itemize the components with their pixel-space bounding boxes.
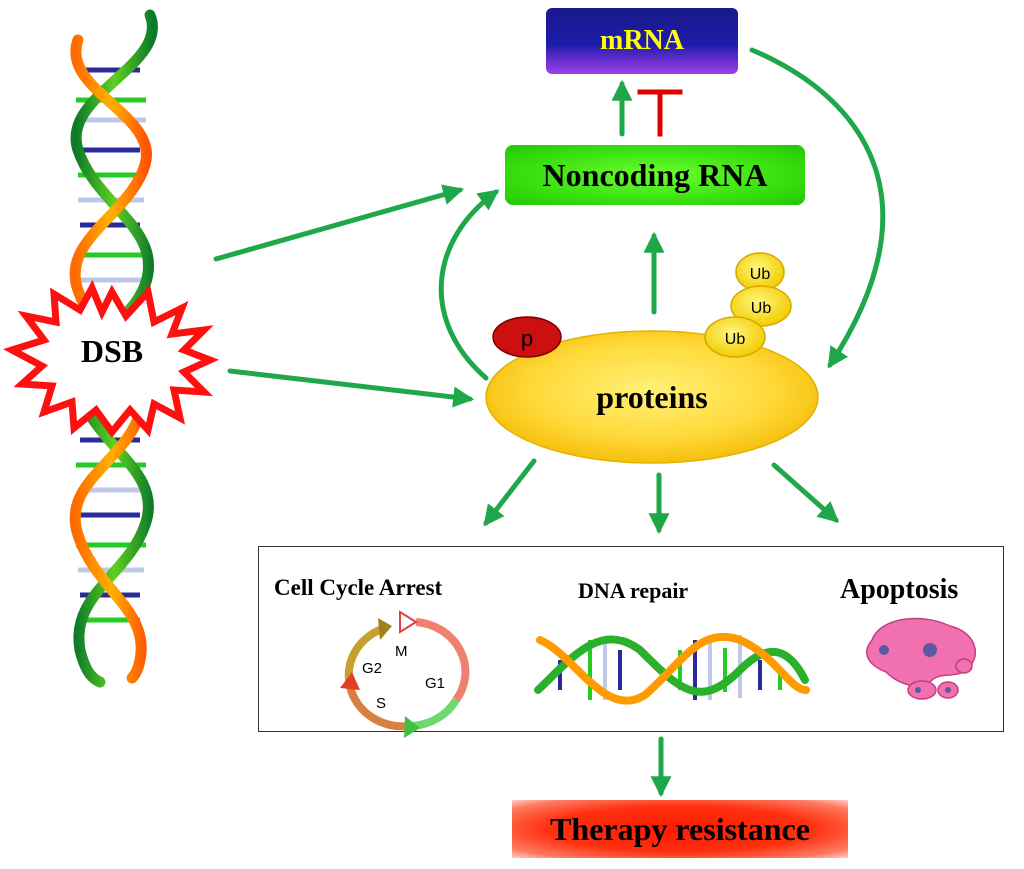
mrna-label: mRNA	[600, 25, 684, 56]
proteins-to-apoptosis-arrow	[771, 462, 840, 523]
noncoding-rna-node: Noncoding RNA	[505, 145, 805, 205]
phase-g1: G1	[425, 675, 445, 692]
apoptosis-label: Apoptosis	[840, 574, 959, 605]
therapy-resistance-node: Therapy resistance	[512, 800, 848, 858]
ub-label-2: Ub	[751, 300, 772, 317]
proteins-to-ncrna-curve-arrow	[438, 189, 500, 381]
proteins-node: proteins	[485, 330, 819, 464]
dsb-node: DSB	[2, 279, 219, 438]
mrna-to-proteins-arrow	[749, 47, 886, 369]
dsb-to-ncrna-arrow	[213, 184, 465, 262]
noncoding-rna-label: Noncoding RNA	[542, 156, 768, 193]
ub-label-1: Ub	[750, 266, 771, 283]
inhibition-marker	[637, 89, 683, 137]
proteins-to-cellcycle-arrow	[483, 458, 537, 527]
mrna-node: mRNA	[546, 8, 738, 74]
phospho-label: p	[521, 326, 533, 351]
dna-helix-icon	[534, 632, 810, 705]
therapy-resistance-label: Therapy resistance	[550, 810, 810, 847]
phosphorylation-marker: p	[492, 316, 562, 358]
proteins-label: proteins	[596, 379, 707, 415]
phase-g2: G2	[362, 660, 382, 677]
apoptotic-cell-icon	[866, 617, 977, 700]
phase-s: S	[376, 695, 386, 712]
dsb-label: DSB	[81, 333, 143, 369]
cell-cycle-arrest-label: Cell Cycle Arrest	[274, 575, 443, 600]
cell-cycle-icon: M G1 S G2	[340, 610, 470, 738]
phase-m: M	[395, 643, 408, 660]
dsb-to-proteins-arrow	[227, 368, 475, 408]
ub-label-3: Ub	[725, 331, 746, 348]
dna-repair-label: DNA repair	[578, 578, 689, 603]
ubiquitin-chain: Ub Ub Ub	[704, 252, 792, 358]
